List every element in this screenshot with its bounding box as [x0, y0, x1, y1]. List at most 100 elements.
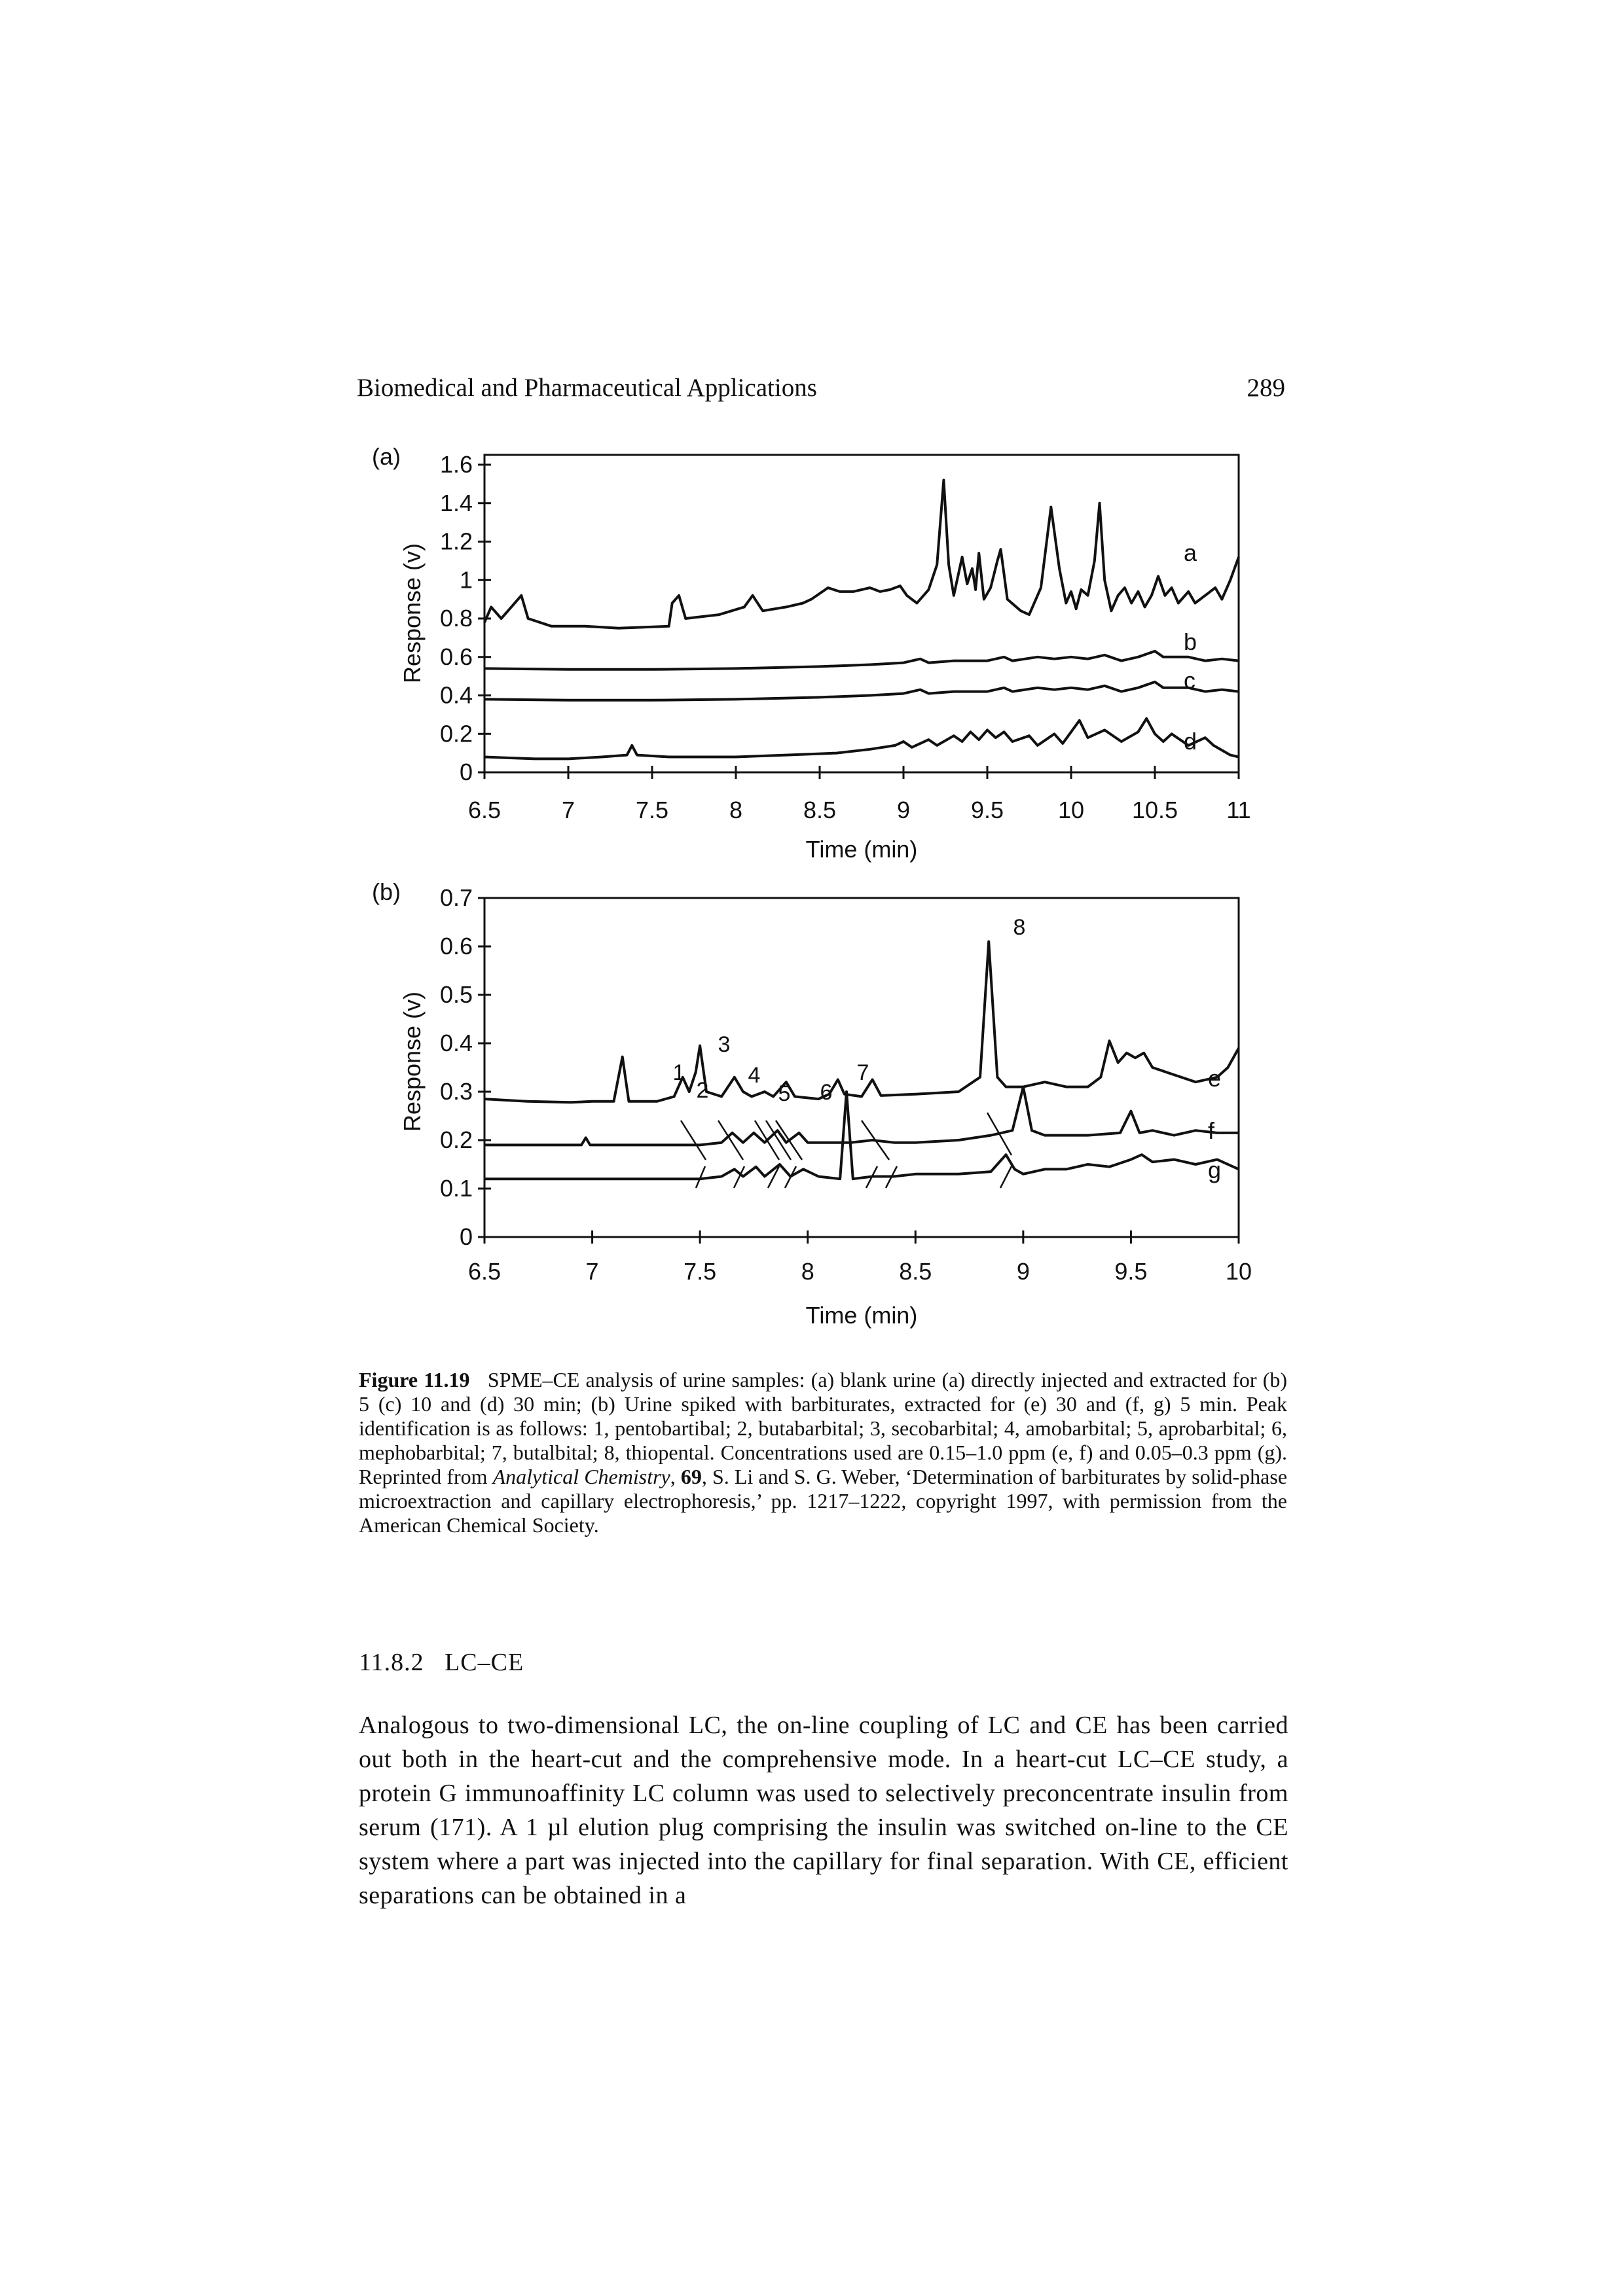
series-line-g: [484, 1090, 1239, 1181]
section-title: LC–CE: [445, 1649, 524, 1676]
x-tick-label: 11: [1226, 797, 1250, 823]
y-tick-label: 0.3: [440, 1078, 473, 1105]
leader-line: [865, 1166, 879, 1189]
y-tick-label: 1.2: [440, 528, 473, 555]
series-group-a: a bc d: [483, 478, 1240, 761]
y-axis-b: 0 0.1 0.2 0.3 0.4 0.5 0.6 0.7: [440, 884, 491, 1250]
peak-label-7: 7: [857, 1060, 869, 1085]
caption-journal: Analytical Chemistry: [492, 1465, 670, 1488]
leader-line: [680, 1120, 707, 1160]
leader-line: [733, 1166, 746, 1189]
y-tick-label: 0.8: [440, 605, 473, 632]
peak-label-4: 4: [748, 1063, 761, 1088]
body-paragraph: Analogous to two-dimensional LC, the on-…: [359, 1712, 1288, 1909]
series-label-b: b: [1184, 628, 1197, 655]
peak-label-5: 5: [778, 1081, 791, 1106]
caption-text: SPME–CE analysis of urine samples: (a) b…: [359, 1368, 1288, 1488]
x-axis-label-a: Time (min): [806, 836, 918, 863]
y-tick-label: 0.4: [440, 1030, 473, 1056]
series-label-f: f: [1208, 1117, 1215, 1144]
leader-line: [717, 1120, 744, 1160]
series-label-d: d: [1184, 728, 1197, 755]
leader-line: [986, 1112, 1013, 1156]
leader-line: [784, 1166, 797, 1189]
section-heading: 11.8.2 LC–CE: [359, 1648, 524, 1677]
caption-volume: 69: [680, 1465, 702, 1488]
series-line-d: [484, 717, 1239, 761]
x-tick-label: 7.5: [684, 1258, 716, 1285]
series-label-g: g: [1208, 1157, 1221, 1183]
leader-line: [999, 1166, 1013, 1189]
x-tick-label: 8: [729, 797, 742, 823]
series-group-b: efg: [484, 940, 1240, 1183]
plot-frame-b: [483, 897, 1240, 1238]
x-tick-label: 9: [897, 797, 910, 823]
x-tick-label: 7: [586, 1258, 599, 1285]
series-line-f: [484, 1085, 1239, 1147]
figure-11-19: (a) 0 0.2 0.4 0.6 0.8 1 1.2 1.4 1.6 6.5 7 7.5 8 8.5 9…: [372, 443, 1252, 1329]
x-tick-label: 6.5: [468, 797, 501, 823]
caption-label: Figure 11.19: [359, 1368, 470, 1391]
peak-label-6: 6: [820, 1080, 833, 1105]
y-axis-a: 0 0.2 0.4 0.6 0.8 1 1.2 1.4 1.6: [440, 451, 491, 785]
peak-label-1: 1: [673, 1060, 685, 1085]
peak-leader-lines: [680, 1112, 1013, 1189]
caption-text-2: , S. Li and S. G. Weber, ‘Determination …: [359, 1465, 1288, 1537]
y-tick-label: 0.7: [440, 884, 473, 911]
running-head: Biomedical and Pharmaceutical Applicatio…: [357, 373, 1285, 406]
peak-label-2: 2: [697, 1078, 709, 1103]
y-tick-label: 1.6: [440, 451, 473, 478]
y-tick-label: 0.2: [440, 1126, 473, 1153]
figure-caption: Figure 11.19 SPME–CE analysis of urine s…: [359, 1368, 1288, 1537]
chart-panel-a: (a) 0 0.2 0.4 0.6 0.8 1 1.2 1.4 1.6 6.5 7 7.5 8 8.5 9…: [372, 443, 1251, 863]
y-tick-label: 0.5: [440, 981, 473, 1008]
series-line-e: [484, 940, 1240, 1104]
y-tick-label: 0: [460, 1223, 473, 1250]
plot-frame-a: [483, 454, 1240, 774]
section-number: 11.8.2: [359, 1649, 424, 1676]
x-tick-label: 7.5: [636, 797, 668, 823]
x-tick-label: 8.5: [899, 1258, 932, 1285]
y-axis-label-a: Response (v): [399, 543, 426, 683]
panel-label-b: (b): [372, 878, 401, 905]
x-tick-label: 6.5: [468, 1258, 501, 1285]
y-tick-label: 0.6: [440, 643, 473, 670]
series-label-a: a: [1184, 539, 1197, 566]
y-tick-label: 1: [460, 566, 473, 593]
y-tick-label: 0.1: [440, 1175, 473, 1202]
peak-label-3: 3: [718, 1032, 731, 1057]
y-tick-label: 1.4: [440, 490, 473, 516]
series-label-c: c: [1184, 667, 1195, 694]
series-line-b: [484, 649, 1239, 671]
y-tick-label: 0: [460, 759, 473, 785]
leader-line: [775, 1120, 803, 1160]
leader-line: [765, 1120, 792, 1160]
leader-line: [884, 1166, 898, 1189]
page-number: 289: [1247, 374, 1286, 402]
y-tick-label: 0.6: [440, 933, 473, 960]
y-tick-label: 0.2: [440, 720, 473, 747]
peak-label-8: 8: [1013, 915, 1026, 940]
panel-label-a: (a): [372, 443, 401, 470]
x-tick-label: 10: [1058, 797, 1084, 823]
x-tick-label: 9.5: [1114, 1258, 1147, 1285]
x-tick-label: 10.5: [1132, 797, 1178, 823]
y-axis-label-b: Response (v): [399, 992, 426, 1132]
y-tick-label: 0.4: [440, 682, 473, 709]
x-tick-label: 7: [562, 797, 575, 823]
x-axis-label-b: Time (min): [806, 1302, 918, 1329]
running-title: Biomedical and Pharmaceutical Applicatio…: [357, 374, 817, 402]
x-tick-label: 8: [801, 1258, 814, 1285]
leader-line: [754, 1120, 780, 1160]
leader-line: [860, 1120, 890, 1160]
x-tick-label: 10: [1226, 1258, 1252, 1285]
series-line-a: [483, 478, 1240, 630]
x-tick-label: 8.5: [803, 797, 836, 823]
series-line-c: [484, 680, 1239, 702]
leader-line: [767, 1166, 780, 1189]
leader-line: [695, 1166, 706, 1189]
series-label-e: e: [1208, 1065, 1221, 1092]
